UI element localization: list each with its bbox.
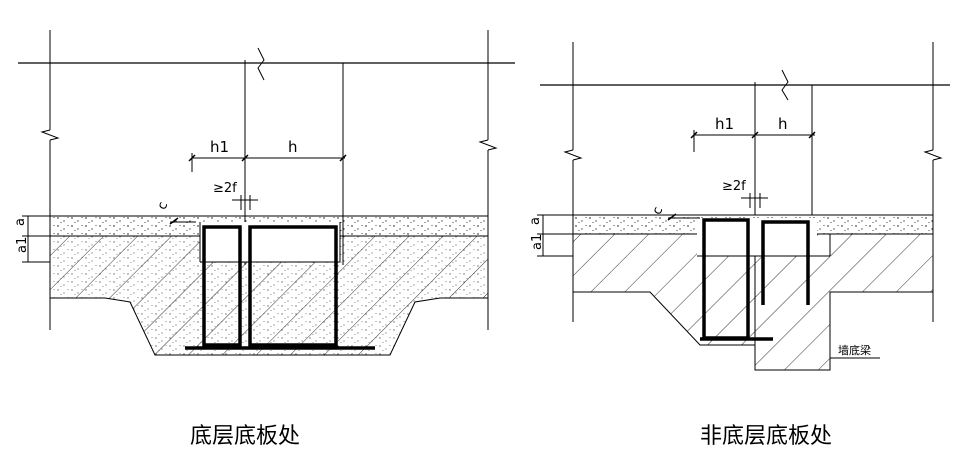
beam-label: 墙底梁 [838,343,871,357]
caption-left: 底层底板处 [190,424,300,449]
dim-h1-right: h1 [715,115,734,133]
left-detail: h1 h ≥2f c a a1 底层底板处 [13,30,515,449]
dim-a-left: a [13,218,28,226]
dim-h-left: h [288,138,298,156]
dim-cover-left: c [155,200,172,212]
dim-h1-left: h1 [210,138,229,156]
dim-a-right: a [528,217,543,225]
dim-gap-right: ≥2f [722,179,746,194]
caption-right: 非底层底板处 [700,424,832,449]
stirrup-left-2 [248,225,338,347]
dim-gap-left: ≥2f [213,181,237,196]
dim-a1-left: a1 [15,237,30,253]
right-detail: h1 h ≥2f c a a1 墙底梁 非底层底板处 [528,42,950,449]
dim-h-right: h [778,115,788,133]
dim-cover-right: c [650,205,667,217]
stirrup-right-2 [761,220,810,305]
dim-a1-right: a1 [530,234,545,250]
